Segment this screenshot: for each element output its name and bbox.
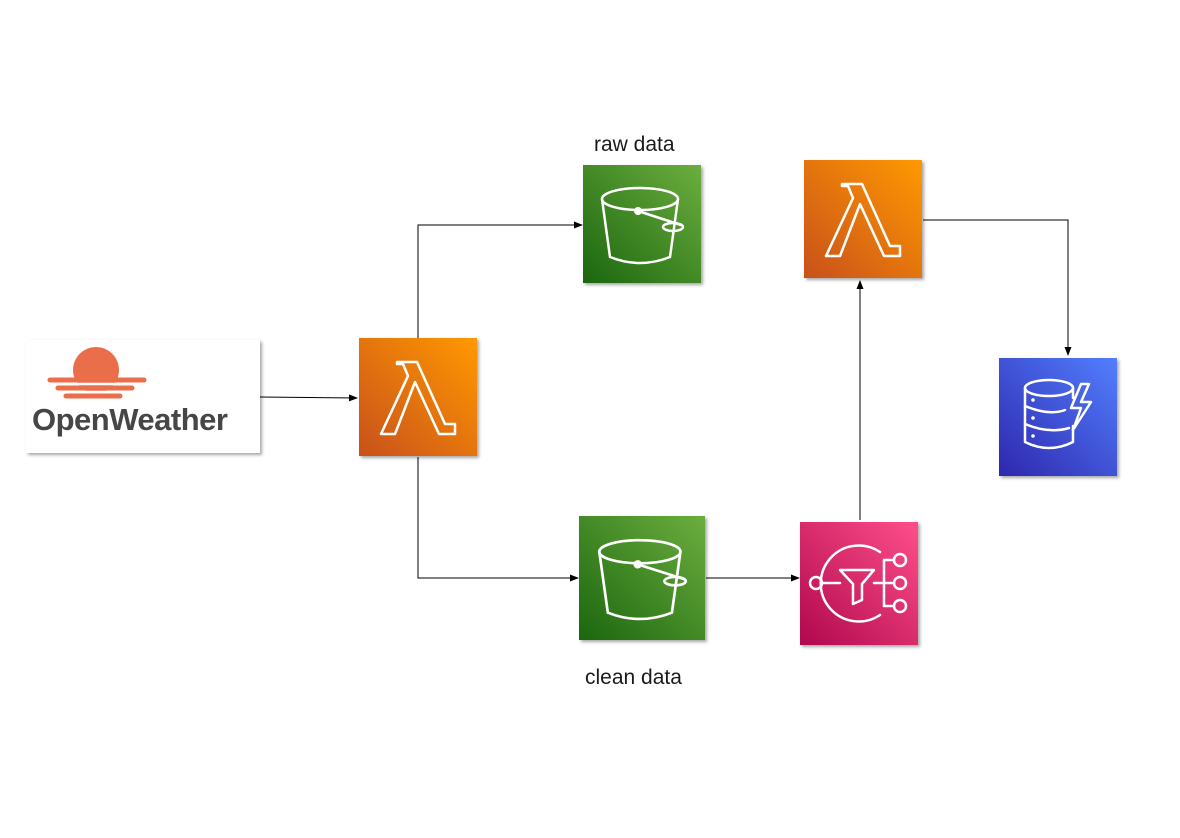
raw-data-label: raw data xyxy=(594,133,675,156)
clean-data-label: clean data xyxy=(585,666,682,689)
sns-filter-icon xyxy=(800,522,918,645)
dynamodb-table xyxy=(999,358,1117,476)
arrow-lambda-to-clean-bucket xyxy=(417,457,579,582)
lambda-icon xyxy=(804,160,922,278)
lambda-icon xyxy=(359,338,477,456)
arrow-lambda-to-dynamodb xyxy=(923,219,1072,356)
s3-bucket-icon xyxy=(583,165,701,283)
s3-bucket-icon xyxy=(579,516,705,640)
dynamodb-icon xyxy=(999,358,1117,476)
s3-bucket-clean xyxy=(579,516,705,640)
s3-bucket-raw xyxy=(583,165,701,283)
sun-cloud-icon xyxy=(47,347,147,399)
lambda-ingest xyxy=(359,338,477,456)
arrow-lambda-to-raw-bucket xyxy=(417,221,583,338)
lambda-process xyxy=(804,160,922,278)
openweather-logo: OpenWeather xyxy=(26,340,260,453)
openweather-logo-text: OpenWeather xyxy=(32,402,228,437)
sns-topic xyxy=(800,522,918,645)
arrow-openweather-to-lambda xyxy=(259,394,358,402)
